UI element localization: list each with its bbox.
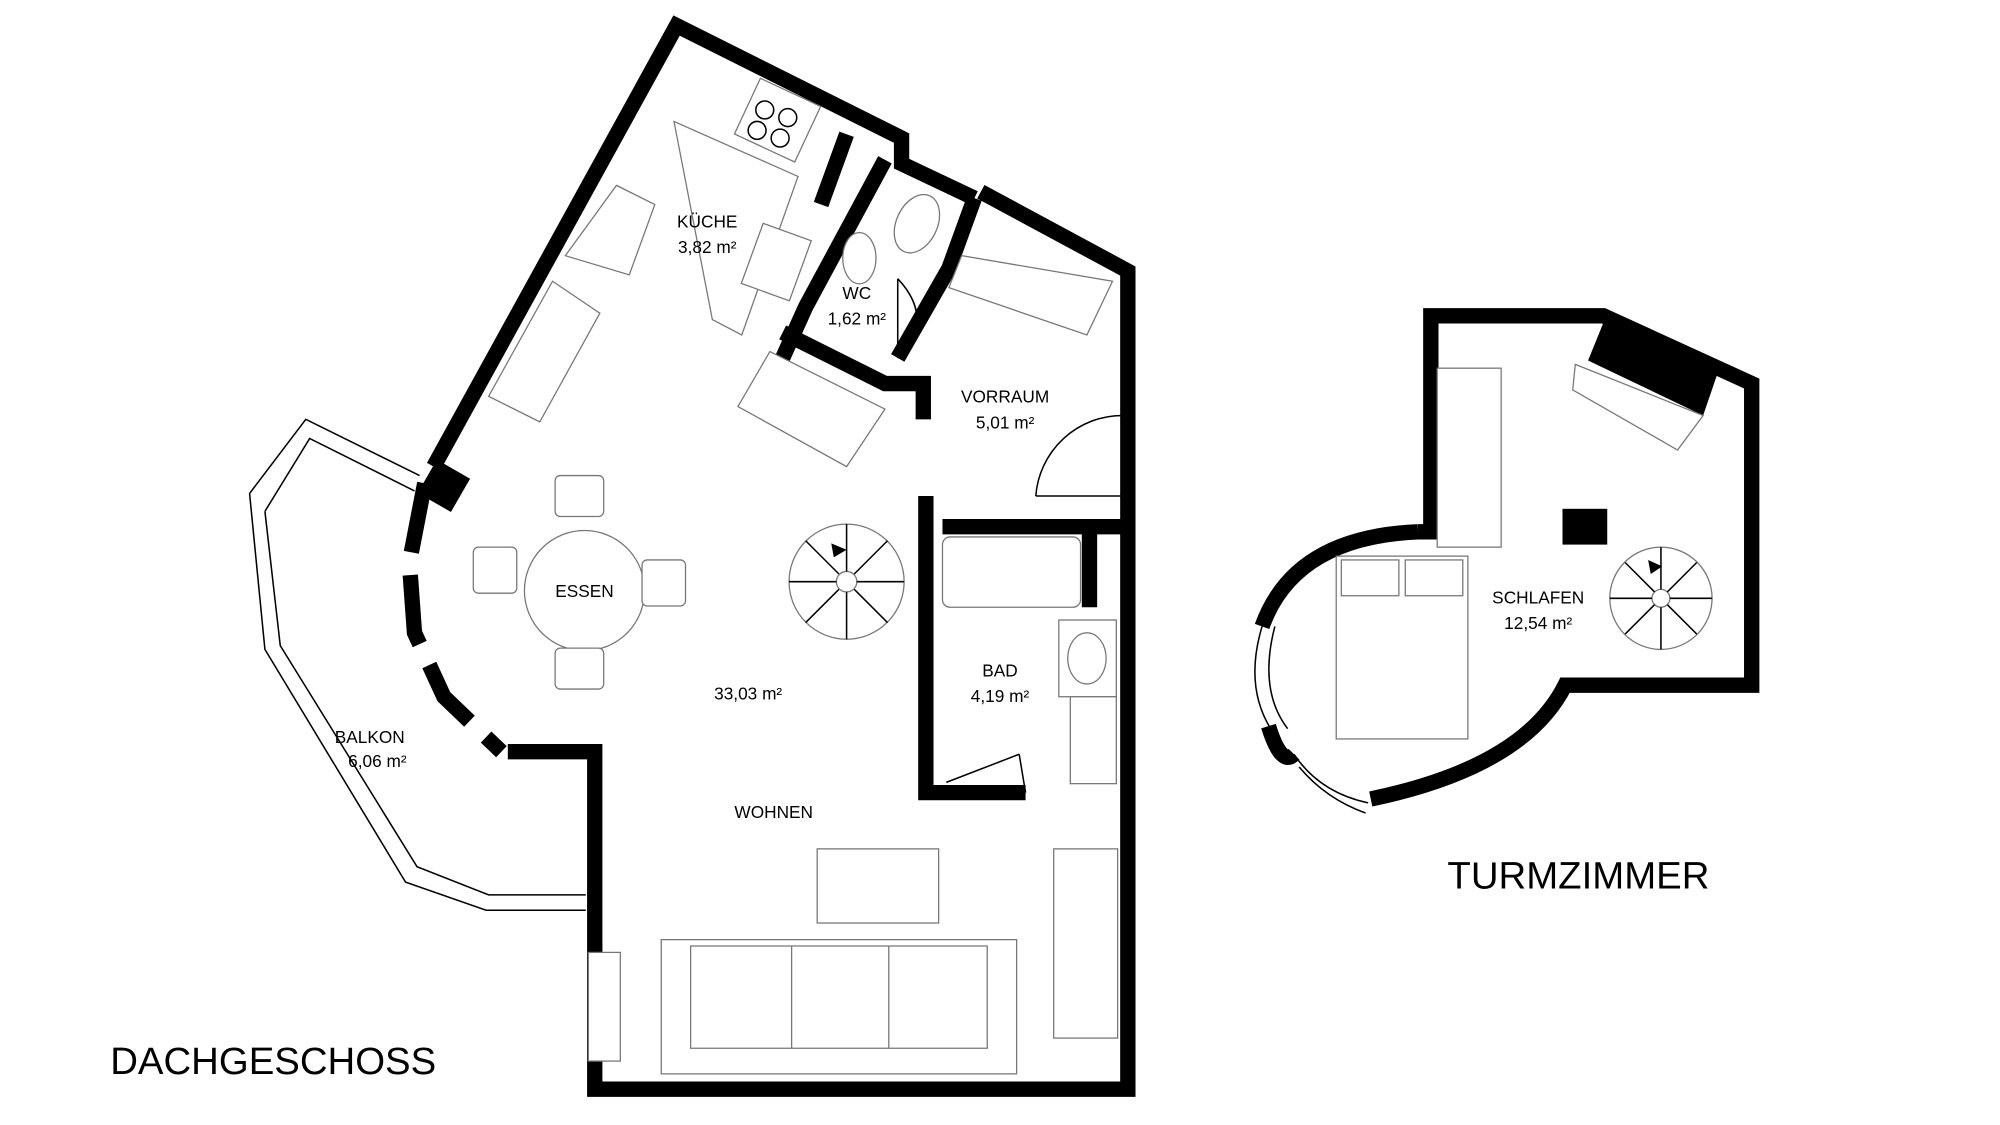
kitchen-cabinets (487, 184, 886, 468)
tower-window (1254, 626, 1369, 814)
dachgeschoss-plan (248, 15, 1136, 1097)
entrance-door[interactable] (1035, 414, 1123, 497)
room-area-vorraum: 5,01 m² (976, 412, 1035, 432)
room-name-bad: BAD (982, 660, 1017, 680)
coffee-table (816, 848, 940, 924)
room-name-wohnen: WOHNEN (734, 802, 813, 822)
sofa-cushions (689, 945, 988, 1049)
toilet (893, 193, 941, 254)
plan-title-dachgeschoss: DACHGESCHOSS (110, 1040, 436, 1083)
window (587, 951, 621, 1062)
exterior-wall (426, 15, 978, 471)
room-name-schlafen: SCHLAFEN (1492, 587, 1584, 607)
sink-basin (1067, 632, 1107, 685)
spiral-staircase (788, 523, 905, 640)
wc-door[interactable] (896, 278, 918, 359)
room-name-essen: ESSEN (555, 581, 613, 601)
interior-wall (775, 131, 1128, 801)
room-name-vorraum: VORRAUM (961, 387, 1049, 407)
tower-round-wall (1261, 723, 1300, 765)
wall-block (1588, 313, 1719, 416)
pillow (1404, 559, 1464, 597)
wall-block (417, 459, 471, 512)
sideboard (1053, 848, 1119, 1039)
bath-cabinet (1069, 696, 1117, 785)
tower-round-wall (1254, 524, 1419, 630)
wardrobe (948, 254, 1114, 336)
stair-arrow-icon (1648, 559, 1663, 575)
room-name-balkon: BALKON (335, 727, 405, 747)
tower-wall (1369, 308, 1760, 807)
kitchen-counter (673, 120, 799, 336)
exterior-wall-right (507, 185, 1136, 1097)
room-area-bad: 4,19 m² (971, 686, 1030, 706)
spiral-staircase (1609, 546, 1713, 651)
stove (733, 77, 822, 163)
balcony-railing (248, 418, 586, 911)
room-area-wc: 1,62 m² (828, 309, 887, 329)
stair-arrow-icon (831, 543, 847, 558)
tower-wardrobe (1572, 363, 1705, 451)
bathtub (941, 536, 1082, 608)
chair (554, 474, 605, 518)
room-area-balkon: 6,06 m² (348, 751, 407, 771)
balcony-wall (401, 481, 507, 758)
sink (740, 222, 813, 302)
tower-shelf (1436, 367, 1502, 548)
wc-sink (842, 232, 877, 285)
bad-door[interactable] (946, 753, 1027, 793)
chair (472, 546, 518, 594)
room-area-schlafen: 12,54 m² (1504, 613, 1572, 633)
turmzimmer-plan (1254, 308, 1760, 814)
room-name-kueche: KÜCHE (677, 212, 737, 232)
plan-title-turmzimmer: TURMZIMMER (1447, 854, 1709, 897)
room-name-wc: WC (842, 283, 871, 303)
pillow (1340, 559, 1400, 597)
room-area-kueche: 3,82 m² (678, 237, 737, 257)
room-area-wohnen: 33,03 m² (714, 683, 782, 703)
chair (554, 647, 605, 690)
chimney (1562, 508, 1608, 545)
chair (641, 559, 687, 607)
stove-burners-icon (747, 100, 798, 148)
